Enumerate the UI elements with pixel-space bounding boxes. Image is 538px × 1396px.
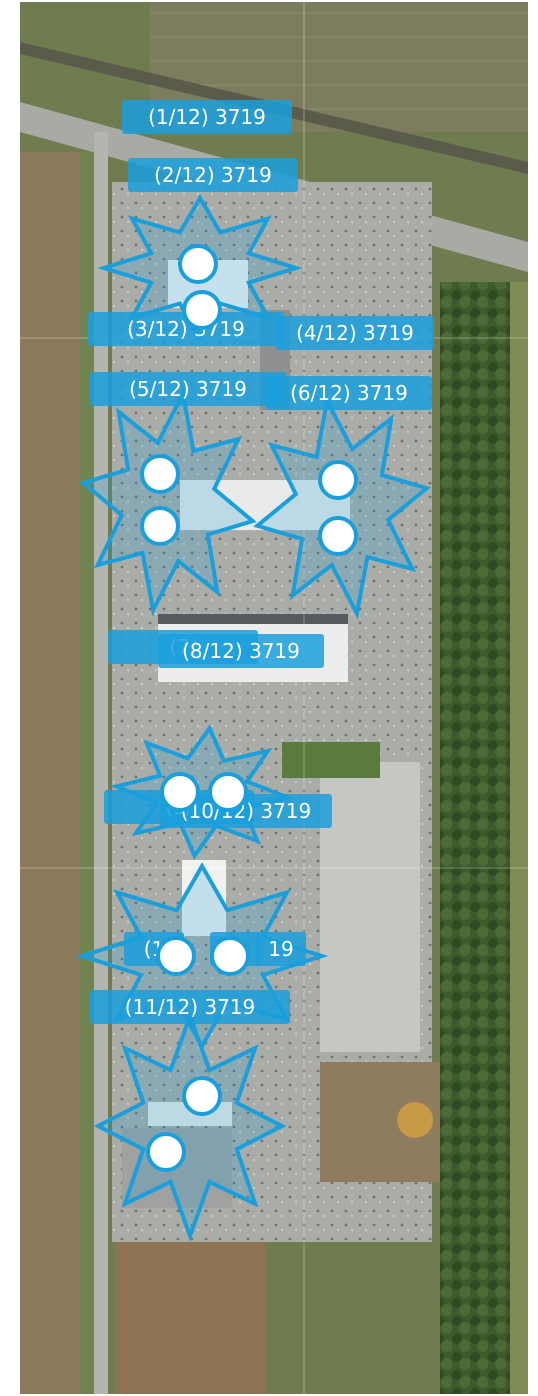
camera-label-box xyxy=(266,376,432,410)
camera-label[interactable]: (6/12) 3719 xyxy=(266,376,432,410)
camera-label-box xyxy=(90,990,290,1024)
camera-label-box xyxy=(128,158,298,192)
camera-marker[interactable] xyxy=(208,772,248,812)
camera-label-box xyxy=(122,100,292,134)
camera-label-text: (4/12) 3719 xyxy=(296,321,414,345)
camera-label[interactable]: (5/12) 3719 xyxy=(90,372,286,406)
camera-fov-sector xyxy=(253,394,431,620)
satellite-map[interactable]: (1/12) 3719 (2/12) 3719 (3/12) 3719 (4/12) … xyxy=(20,2,528,1394)
camera-marker-layer xyxy=(140,244,358,1172)
field-far-right xyxy=(510,282,528,1394)
camera-marker[interactable] xyxy=(318,460,358,500)
camera-label-layer: (1/12) 3719 (2/12) 3719 (3/12) 3719 (4/12) … xyxy=(88,100,434,1024)
gravel-yard xyxy=(320,762,420,1052)
camera-label[interactable]: (8/12) 3719 xyxy=(158,634,324,668)
camera-label-text: (2/12) 3719 xyxy=(154,163,272,187)
tree-line-right xyxy=(440,282,510,1394)
camera-fov-sector xyxy=(79,387,257,617)
camera-label[interactable]: (3/12) 3719 xyxy=(88,312,284,346)
camera-label-box xyxy=(256,932,306,966)
camera-marker[interactable] xyxy=(156,936,196,976)
camera-marker[interactable] xyxy=(140,506,180,546)
camera-marker[interactable] xyxy=(182,1076,222,1116)
camera-label-box xyxy=(160,794,332,828)
camera-fov-sector xyxy=(93,1010,287,1242)
camera-marker[interactable] xyxy=(182,290,222,330)
camera-label-box xyxy=(90,372,286,406)
mulch-pile xyxy=(397,1102,433,1138)
camera-marker[interactable] xyxy=(178,244,218,284)
camera-label-text: (10/12) 3719 xyxy=(181,799,312,823)
camera-label-text: (1/12) 3719 xyxy=(148,105,266,129)
camera-label[interactable]: (2/12) 3719 xyxy=(128,158,298,192)
camera-label[interactable]: (4/12) 3719 xyxy=(276,316,434,350)
camera-marker[interactable] xyxy=(318,516,358,556)
camera-marker[interactable] xyxy=(210,936,250,976)
camera-label-text: (11/12) 3719 xyxy=(125,995,256,1019)
camera-label[interactable]: (11/12) 3719 xyxy=(90,990,290,1024)
building-4-roof xyxy=(158,614,348,624)
camera-label-text: (5/12) 3719 xyxy=(129,377,247,401)
camera-marker[interactable] xyxy=(160,772,200,812)
bare-ground-bottom xyxy=(115,1242,265,1394)
farm-field-left xyxy=(20,152,80,1394)
camera-label-box xyxy=(158,634,324,668)
green-lawn xyxy=(282,742,380,778)
camera-label[interactable]: (1/12) 3719 xyxy=(122,100,292,134)
camera-marker[interactable] xyxy=(140,454,180,494)
camera-marker[interactable] xyxy=(146,1132,186,1172)
camera-label-box xyxy=(88,312,284,346)
camera-label[interactable]: (10/12) 3719 xyxy=(160,794,332,828)
camera-label[interactable]: 19 xyxy=(256,932,306,966)
camera-label-text: (8/12) 3719 xyxy=(182,639,300,663)
camera-label-box xyxy=(276,316,434,350)
camera-label-text: 19 xyxy=(268,937,293,961)
camera-label-text: (6/12) 3719 xyxy=(290,381,408,405)
frontage-road xyxy=(94,132,108,1394)
